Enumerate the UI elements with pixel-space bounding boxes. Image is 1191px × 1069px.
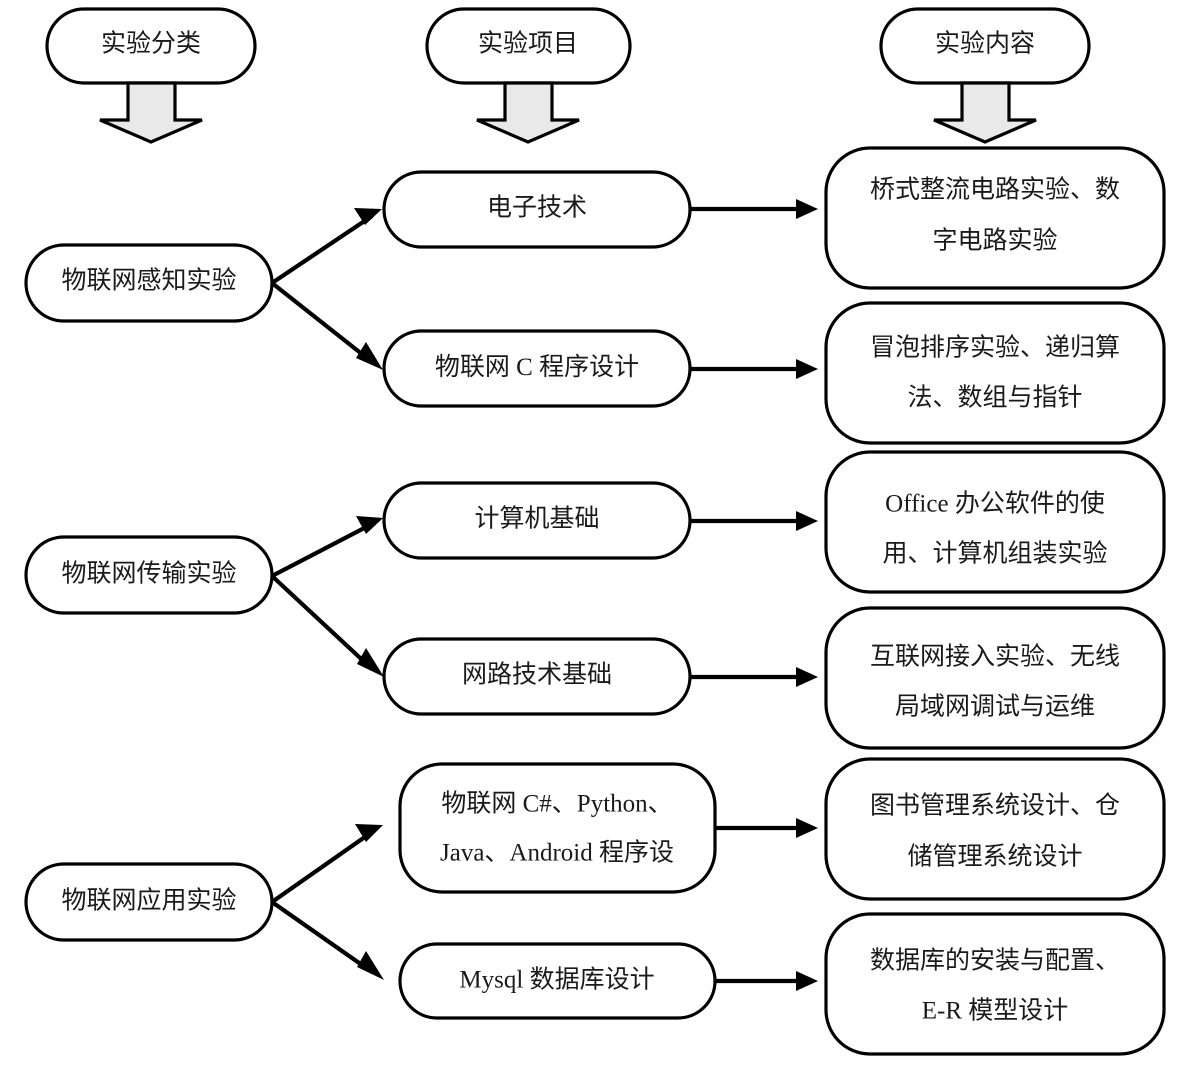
header-label-project: 实验项目	[478, 30, 578, 58]
content-node-electronics[interactable]: 桥式整流电路实验、数 字电路实验	[824, 146, 1166, 290]
project-node-electronics[interactable]: 电子技术	[382, 170, 692, 249]
connector-line	[270, 574, 374, 671]
content-line-1: Office 办公软件的使	[885, 490, 1105, 518]
arrowhead-icon	[355, 824, 383, 842]
content-line-1: 数据库的安装与配置、	[870, 947, 1120, 975]
connector-group-application	[270, 824, 384, 980]
category-label: 物联网感知实验	[61, 267, 236, 295]
content-line-1: 桥式整流电路实验、数	[870, 176, 1120, 204]
arrowhead-icon	[796, 971, 818, 991]
connector-line	[270, 214, 374, 285]
content-line-2: 法、数组与指针	[907, 384, 1082, 412]
down-block-arrow-icon-category	[99, 81, 203, 144]
arrowhead-icon	[796, 359, 818, 379]
content-line-2: 用、计算机组装实验	[882, 540, 1107, 568]
connector-group-transmission	[270, 516, 384, 677]
category-node-application[interactable]: 物联网应用实验	[24, 862, 274, 942]
connector-line	[270, 830, 374, 904]
content-pill[interactable]	[824, 912, 1166, 1056]
category-node-transmission[interactable]: 物联网传输实验	[24, 535, 274, 615]
arrowhead-icon	[796, 511, 818, 531]
arrowhead-icon	[356, 516, 383, 534]
content-pill[interactable]	[824, 301, 1166, 445]
category-label: 物联网传输实验	[61, 560, 236, 588]
arrowhead-icon	[357, 951, 384, 980]
content-node-network-basics[interactable]: 互联网接入实验、无线 局域网调试与运维	[824, 606, 1166, 750]
project-node-network-basics[interactable]: 网路技术基础	[382, 637, 692, 716]
project-pill[interactable]	[398, 762, 717, 894]
category-pill[interactable]	[24, 535, 274, 615]
connector-project-to-content-2	[690, 359, 818, 379]
arrowhead-icon	[357, 648, 384, 677]
connector-line	[270, 281, 374, 364]
content-line-1: 图书管理系统设计、仓	[870, 792, 1120, 820]
content-node-database[interactable]: 数据库的安装与配置、 E-R 模型设计	[824, 912, 1166, 1056]
project-label: 物联网 C 程序设计	[435, 353, 639, 381]
project-label: 网路技术基础	[462, 661, 612, 689]
connector-line	[271, 522, 373, 578]
project-node-mysql[interactable]: Mysql 数据库设计	[398, 942, 717, 1020]
connector-group-perception	[270, 208, 383, 370]
connector-line	[270, 900, 374, 974]
content-line-2: 字电路实验	[932, 227, 1057, 255]
content-line-1: 冒泡排序实验、递归算	[870, 334, 1120, 362]
category-pill[interactable]	[24, 862, 274, 942]
connector-project-to-content-1	[690, 199, 818, 219]
arrowhead-icon	[354, 208, 382, 225]
content-line-2: 储管理系统设计	[907, 843, 1082, 871]
connector-project-to-content-4	[690, 667, 818, 687]
category-label: 物联网应用实验	[61, 887, 236, 915]
arrowhead-icon	[356, 342, 383, 370]
column-header-category: 实验分类	[45, 7, 257, 144]
project-node-computer-basics[interactable]: 计算机基础	[382, 481, 692, 560]
content-pill[interactable]	[824, 606, 1166, 750]
header-label-category: 实验分类	[101, 30, 201, 58]
project-line-1: 物联网 C#、Python、	[441, 790, 672, 818]
project-label-text: 物联网 C 程序设计	[435, 353, 639, 381]
arrowhead-icon	[796, 818, 818, 838]
content-line-1: 互联网接入实验、无线	[870, 643, 1120, 671]
header-label-content: 实验内容	[935, 30, 1035, 58]
category-node-perception[interactable]: 物联网感知实验	[24, 243, 274, 323]
connector-project-to-content-6	[715, 971, 818, 991]
content-node-computer-basics[interactable]: Office 办公软件的使 用、计算机组装实验	[824, 450, 1166, 594]
down-block-arrow-icon-project	[476, 81, 580, 144]
arrowhead-icon	[796, 199, 818, 219]
project-label: Mysql 数据库设计	[459, 966, 654, 994]
content-pill[interactable]	[824, 450, 1166, 594]
content-line-2: E-R 模型设计	[922, 997, 1069, 1025]
down-block-arrow-icon-content	[933, 81, 1037, 144]
connector-project-to-content-5	[715, 818, 818, 838]
category-pill[interactable]	[24, 243, 274, 323]
project-label: 计算机基础	[474, 505, 599, 533]
content-line-2: 局域网调试与运维	[895, 693, 1095, 721]
content-pill[interactable]	[824, 757, 1166, 901]
project-label: 电子技术	[487, 194, 587, 222]
content-node-iot-c[interactable]: 冒泡排序实验、递归算 法、数组与指针	[824, 301, 1166, 445]
project-node-iot-c[interactable]: 物联网 C 程序设计	[382, 329, 692, 408]
column-header-content: 实验内容	[879, 7, 1091, 144]
connector-project-to-content-3	[690, 511, 818, 531]
arrowhead-icon	[796, 667, 818, 687]
column-header-project: 实验项目	[425, 7, 632, 144]
project-line-2: Java、Android 程序设	[440, 839, 674, 867]
project-node-languages[interactable]: 物联网 C#、Python、 Java、Android 程序设	[398, 762, 717, 894]
content-node-systems[interactable]: 图书管理系统设计、仓 储管理系统设计	[824, 757, 1166, 901]
content-pill[interactable]	[824, 146, 1166, 290]
